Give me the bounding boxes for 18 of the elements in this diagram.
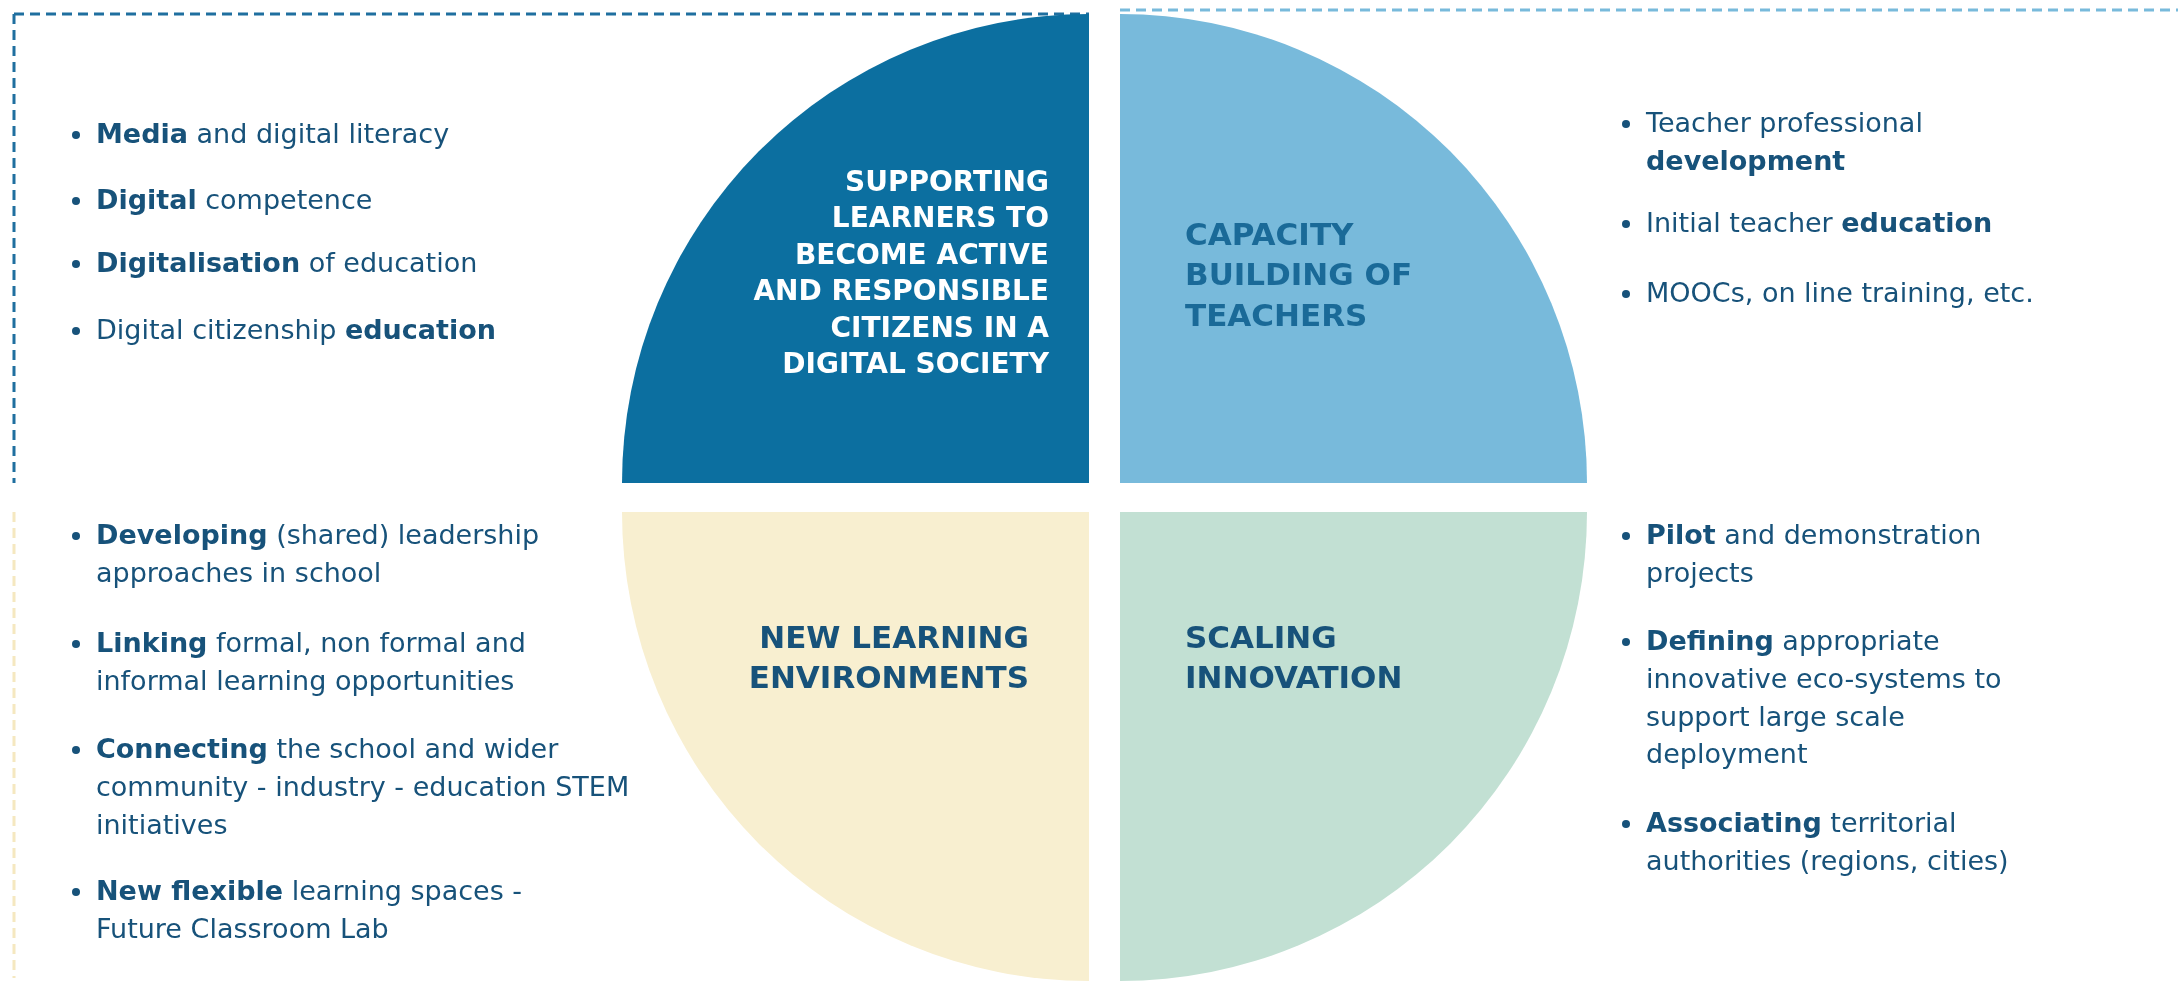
bullet-point-text: Initial teacher education — [1620, 204, 2140, 242]
bullet-point-text: Pilot and demonstration projects — [1620, 516, 2040, 592]
bullet-point-text: Associating territorial authorities (regions, cities) — [1620, 804, 2020, 880]
segment-heading: NEW LEARNING ENVIRONMENTS — [747, 618, 1029, 698]
bullet-point-text: Digital citizenship education — [70, 311, 630, 349]
segment-heading: SCALING INNOVATION — [1185, 618, 1404, 698]
bullet-point-text: Developing (shared) leadership approaches in school — [70, 516, 630, 592]
bullet-point-text: Digitalisation of education — [70, 244, 630, 282]
bullet-point-text: Teacher professional development — [1620, 104, 2050, 180]
bullet-point-text: Defining appropriate innovative eco-systems to support large scale deployment — [1620, 622, 2020, 774]
bullet-point-text: New flexible learning spaces - Future Classroom Lab — [70, 872, 610, 948]
segment-heading: CAPACITY BUILDING OF TEACHERS — [1185, 215, 1414, 335]
bullet-point-text: Linking formal, non formal and informal learning opportunities — [70, 624, 630, 700]
segment-heading: SUPPORTING LEARNERS TO BECOME ACTIVE AND RESPONSIBLE CITIZENS IN A DIGITAL SOCIETY — [752, 164, 1049, 382]
bullet-point-text: Media and digital literacy — [70, 115, 630, 153]
bullet-point-text: Digital competence — [70, 181, 630, 219]
bullet-point-text: Connecting the school and wider community - industry - education STEM initiatives — [70, 730, 710, 844]
bullet-point-text: MOOCs, on line training, etc. — [1620, 274, 2140, 312]
